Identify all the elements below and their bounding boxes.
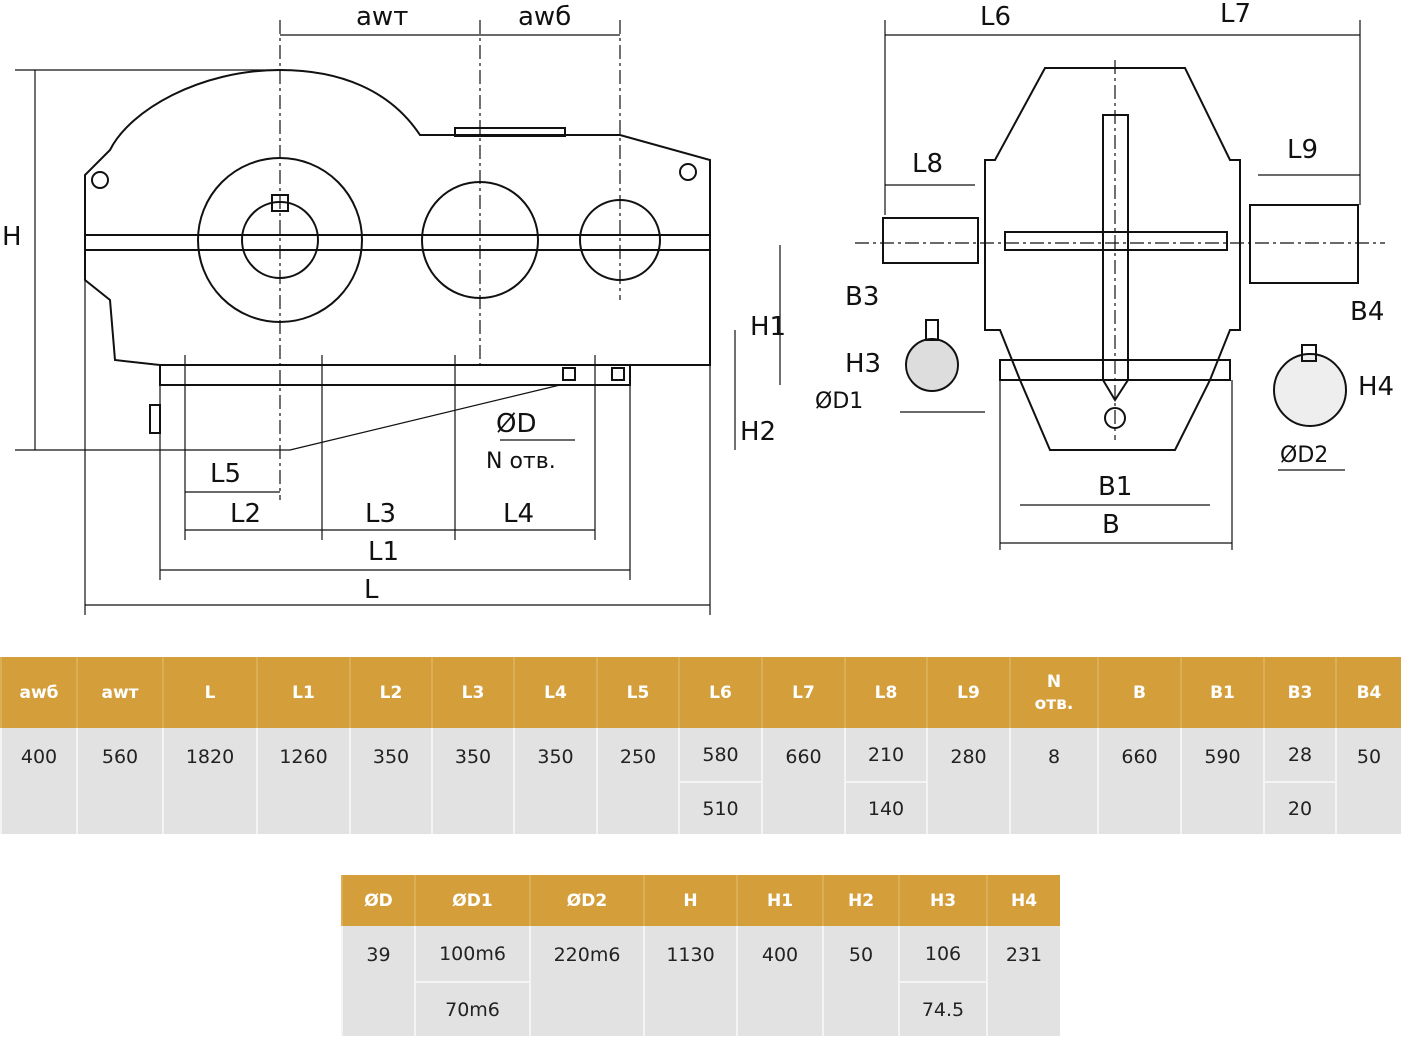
label-H1: H1: [750, 312, 786, 342]
table-cell: 580: [678, 728, 761, 781]
label-L8: L8: [912, 149, 943, 179]
table-cell: 106: [898, 926, 986, 981]
column-header: L3: [431, 657, 513, 728]
column-header: B1: [1180, 657, 1263, 728]
label-L: L: [364, 575, 379, 605]
column-header: L: [162, 657, 256, 728]
column-header: awб: [0, 657, 76, 728]
label-D2: ØD2: [1280, 443, 1328, 468]
table-cell: 50: [1335, 728, 1401, 834]
label-awb: awб: [518, 2, 571, 32]
column-header: L5: [596, 657, 678, 728]
table-cell: 280: [926, 728, 1009, 834]
table-cell: 350: [431, 728, 513, 834]
table-cell: 70m6: [414, 981, 529, 1036]
label-H4: H4: [1358, 372, 1394, 402]
label-L7: L7: [1220, 0, 1251, 29]
label-L5: L5: [210, 459, 241, 489]
gearbox-technical-drawing: awт awб H H1 H2 L5 L2 L3 L4 L1 L ØD N от…: [2, 0, 1394, 615]
label-H3: H3: [845, 349, 881, 379]
table-cell: 220m6: [529, 926, 643, 1036]
table-cell: 590: [1180, 728, 1263, 834]
column-header: B: [1097, 657, 1180, 728]
label-L4: L4: [503, 499, 534, 529]
label-D1: ØD1: [815, 389, 863, 414]
column-header: H1: [736, 875, 822, 926]
label-L2: L2: [230, 499, 261, 529]
table-cell: 28: [1263, 728, 1335, 781]
column-header: ØD1: [414, 875, 529, 926]
column-header: ØD2: [529, 875, 643, 926]
column-header: L4: [513, 657, 596, 728]
table-cell: 74.5: [898, 981, 986, 1036]
label-L6: L6: [980, 2, 1011, 32]
label-B1: B1: [1098, 472, 1132, 502]
table-cell: 560: [76, 728, 162, 834]
table-cell: 50: [822, 926, 898, 1036]
column-header: H: [643, 875, 736, 926]
column-header: H2: [822, 875, 898, 926]
table-cell: 8: [1009, 728, 1097, 834]
column-header: L2: [349, 657, 431, 728]
table-cell: 140: [844, 781, 926, 834]
column-header: L8: [844, 657, 926, 728]
column-header: L7: [761, 657, 844, 728]
column-header: H4: [986, 875, 1060, 926]
front-view: awт awб H H1 H2 L5 L2 L3 L4 L1 L ØD N от…: [2, 2, 786, 615]
column-header: ØD: [341, 875, 414, 926]
column-header: L1: [256, 657, 349, 728]
table-cell: 1820: [162, 728, 256, 834]
label-B3: B3: [845, 282, 879, 312]
column-header: B3: [1263, 657, 1335, 728]
label-L3: L3: [365, 499, 396, 529]
table-cell: 210: [844, 728, 926, 781]
table-cell: 231: [986, 926, 1060, 1036]
side-view: L6 L7 L8 L9 B3 B4 H3 H4 ØD1 ØD2 B1 B: [815, 0, 1394, 550]
table-cell: 100m6: [414, 926, 529, 981]
label-H: H: [2, 222, 22, 252]
table-cell: 400: [736, 926, 822, 1036]
table-cell: 1260: [256, 728, 349, 834]
table-cell: 39: [341, 926, 414, 1036]
table-cell: 350: [513, 728, 596, 834]
column-header: L6: [678, 657, 761, 728]
label-B4: B4: [1350, 297, 1384, 327]
label-L1: L1: [368, 537, 399, 567]
table-cell: 250: [596, 728, 678, 834]
column-header: H3: [898, 875, 986, 926]
column-header: B4: [1335, 657, 1401, 728]
table-cell: 660: [761, 728, 844, 834]
table-cell: 350: [349, 728, 431, 834]
column-header: L9: [926, 657, 1009, 728]
table-cell: 510: [678, 781, 761, 834]
label-B: B: [1102, 510, 1120, 540]
column-header: N отв.: [1009, 657, 1097, 728]
label-H2: H2: [740, 417, 776, 447]
label-L9: L9: [1287, 135, 1318, 165]
table-cell: 20: [1263, 781, 1335, 834]
label-N-holes: N отв.: [486, 449, 556, 474]
column-header: awт: [76, 657, 162, 728]
table-cell: 400: [0, 728, 76, 834]
label-D: ØD: [496, 409, 537, 439]
table-cell: 1130: [643, 926, 736, 1036]
label-awt: awт: [356, 2, 408, 32]
table-cell: 660: [1097, 728, 1180, 834]
